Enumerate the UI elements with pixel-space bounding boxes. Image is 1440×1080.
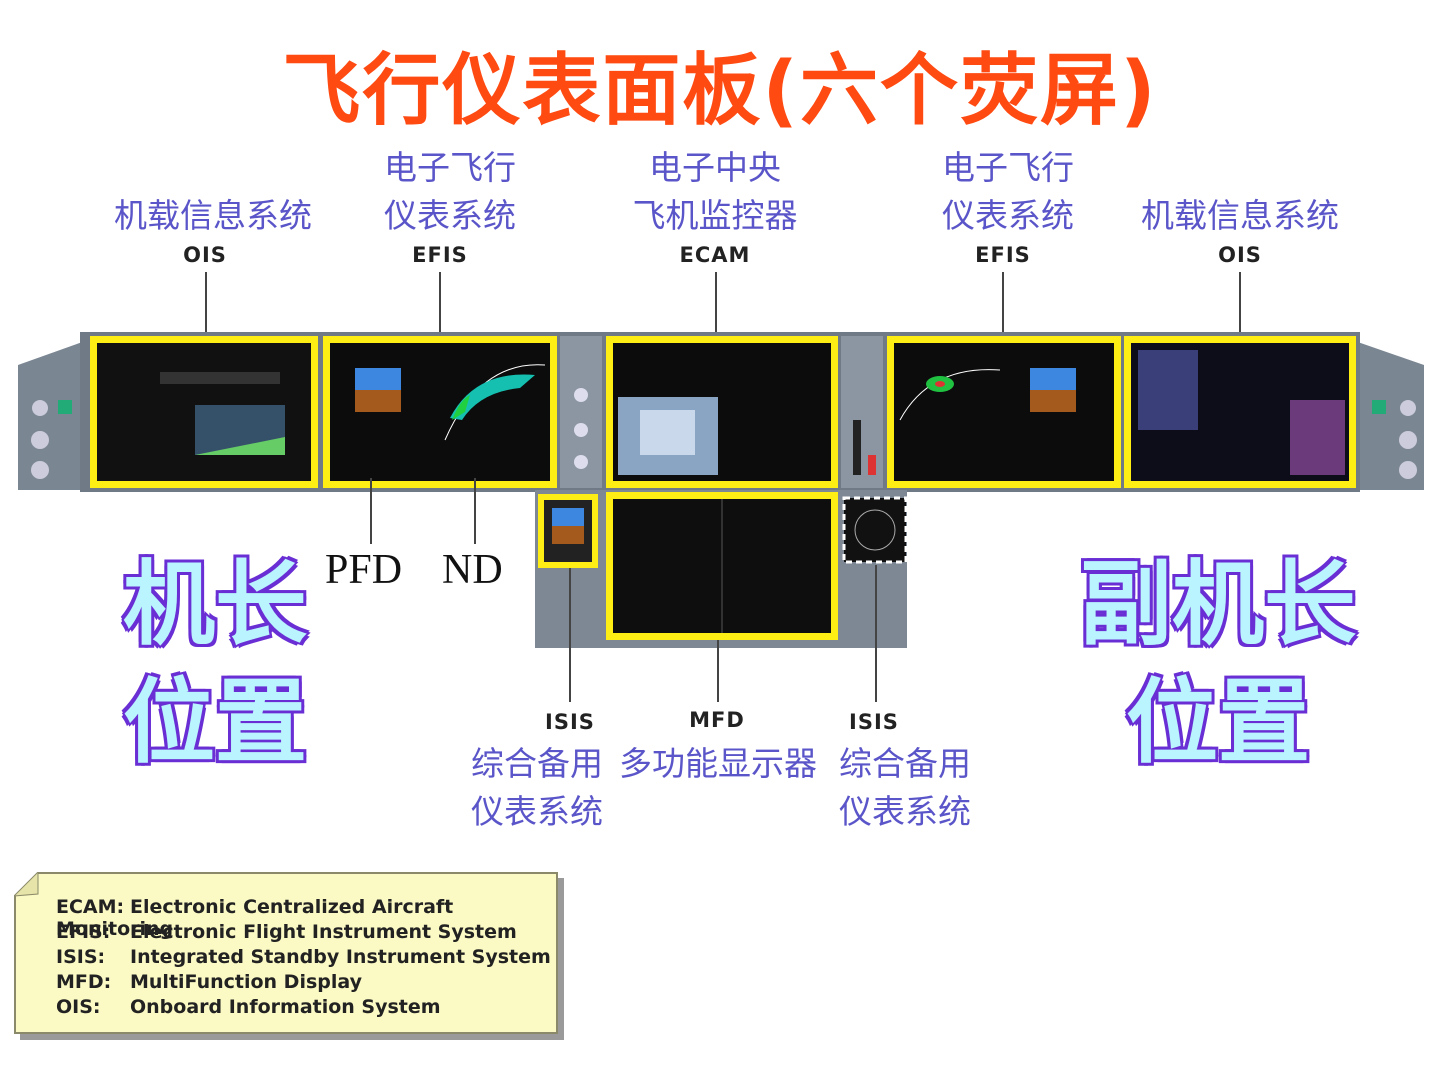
page-title: 飞行仪表面板(六个荧屏): [282, 46, 1158, 136]
legend-row-ecam: ECAM:Electronic Centralized Aircraft Mon…: [56, 896, 454, 940]
ois-right-map-region-2: [1290, 400, 1345, 475]
left-indicator: [58, 400, 72, 414]
leader-nd: [474, 478, 476, 544]
leader-mfd: [717, 640, 719, 702]
isis-right-en: ISIS: [849, 710, 899, 734]
leader-pfd: [370, 478, 372, 544]
strip-knob-3: [574, 455, 588, 469]
ecam-en: ECAM: [679, 243, 751, 267]
leader-efis-left: [439, 272, 441, 336]
nd-arc: [444, 364, 546, 441]
abbreviation-legend: ECAM:Electronic Centralized Aircraft Mon…: [14, 872, 558, 1034]
ois-right-map-region-1: [1138, 350, 1198, 430]
pfd-label: PFD: [325, 547, 403, 593]
legend-row-efis: EFIS:Electronic Flight Instrument System: [56, 921, 517, 943]
left-knob-3: [31, 461, 49, 479]
ecam-camera-highlight: [640, 410, 695, 455]
first-officer-position-label: 副机长 位置: [1078, 549, 1358, 778]
mfd-cn: 多功能显示器: [619, 744, 817, 783]
legend-row-ois: OIS:Onboard Information System: [56, 996, 441, 1018]
isis-left-cn: 综合备用 仪表系统: [471, 744, 603, 831]
right-knob-3: [1399, 461, 1417, 479]
ois-left-chart-fill: [195, 437, 285, 455]
efis-left-cn: 电子飞行 仪表系统: [384, 148, 516, 235]
leader-ecam: [715, 272, 717, 336]
mfd-en: MFD: [689, 708, 745, 732]
pfd-sky: [355, 368, 401, 390]
isis-left-en: ISIS: [545, 710, 595, 734]
right-side-panel: [1352, 340, 1424, 490]
center-right-strip: [841, 336, 883, 488]
strip-gauge-1: [853, 420, 861, 475]
efis-left-en: EFIS: [412, 243, 468, 267]
leader-isis-right: [875, 565, 877, 702]
ois-left-cn: 机载信息系统: [114, 196, 312, 235]
pfd-right-sky: [1030, 368, 1076, 390]
isis-left-sky: [552, 508, 584, 526]
legend-row-mfd: MFD:MultiFunction Display: [56, 971, 363, 993]
right-knob-1: [1400, 400, 1416, 416]
nd-label: ND: [442, 547, 503, 593]
left-knob-2: [31, 431, 49, 449]
left-side-panel: [18, 340, 88, 490]
efis-right-cn: 电子飞行 仪表系统: [942, 148, 1074, 235]
isis-right-dial: [854, 509, 896, 551]
ois-left-titlebar: [160, 372, 280, 384]
right-knob-2: [1399, 431, 1417, 449]
strip-gauge-2: [868, 455, 876, 475]
efis-right-en: EFIS: [975, 243, 1031, 267]
isis-right-cn: 综合备用 仪表系统: [839, 744, 971, 831]
isis-right: [842, 496, 908, 564]
strip-knob-2: [574, 423, 588, 437]
ois-left-en: OIS: [183, 243, 227, 267]
legend-row-isis: ISIS:Integrated Standby Instrument Syste…: [56, 946, 551, 968]
ois-right-cn: 机载信息系统: [1141, 196, 1339, 235]
leader-ois-right: [1239, 272, 1241, 336]
ecam-cn: 电子中央 飞机监控器: [632, 148, 798, 235]
left-knob-1: [32, 400, 48, 416]
nd-weather-cyan: [450, 374, 535, 420]
strip-knob-1: [574, 388, 588, 402]
note-corner-fold: [14, 872, 39, 897]
nd-weather-green: [452, 395, 470, 420]
right-indicator: [1372, 400, 1386, 414]
isis-left-ground: [552, 526, 584, 544]
captain-position-label: 机长 位置: [121, 549, 309, 778]
nd-right-weather-core: [935, 381, 945, 387]
leader-efis-right: [1002, 272, 1004, 336]
screen-efis-right: [894, 343, 1114, 481]
leader-ois-left: [205, 272, 207, 336]
ois-right-en: OIS: [1218, 243, 1262, 267]
pfd-right-ground: [1030, 390, 1076, 412]
pfd-ground: [355, 390, 401, 412]
leader-isis-left: [569, 568, 571, 702]
